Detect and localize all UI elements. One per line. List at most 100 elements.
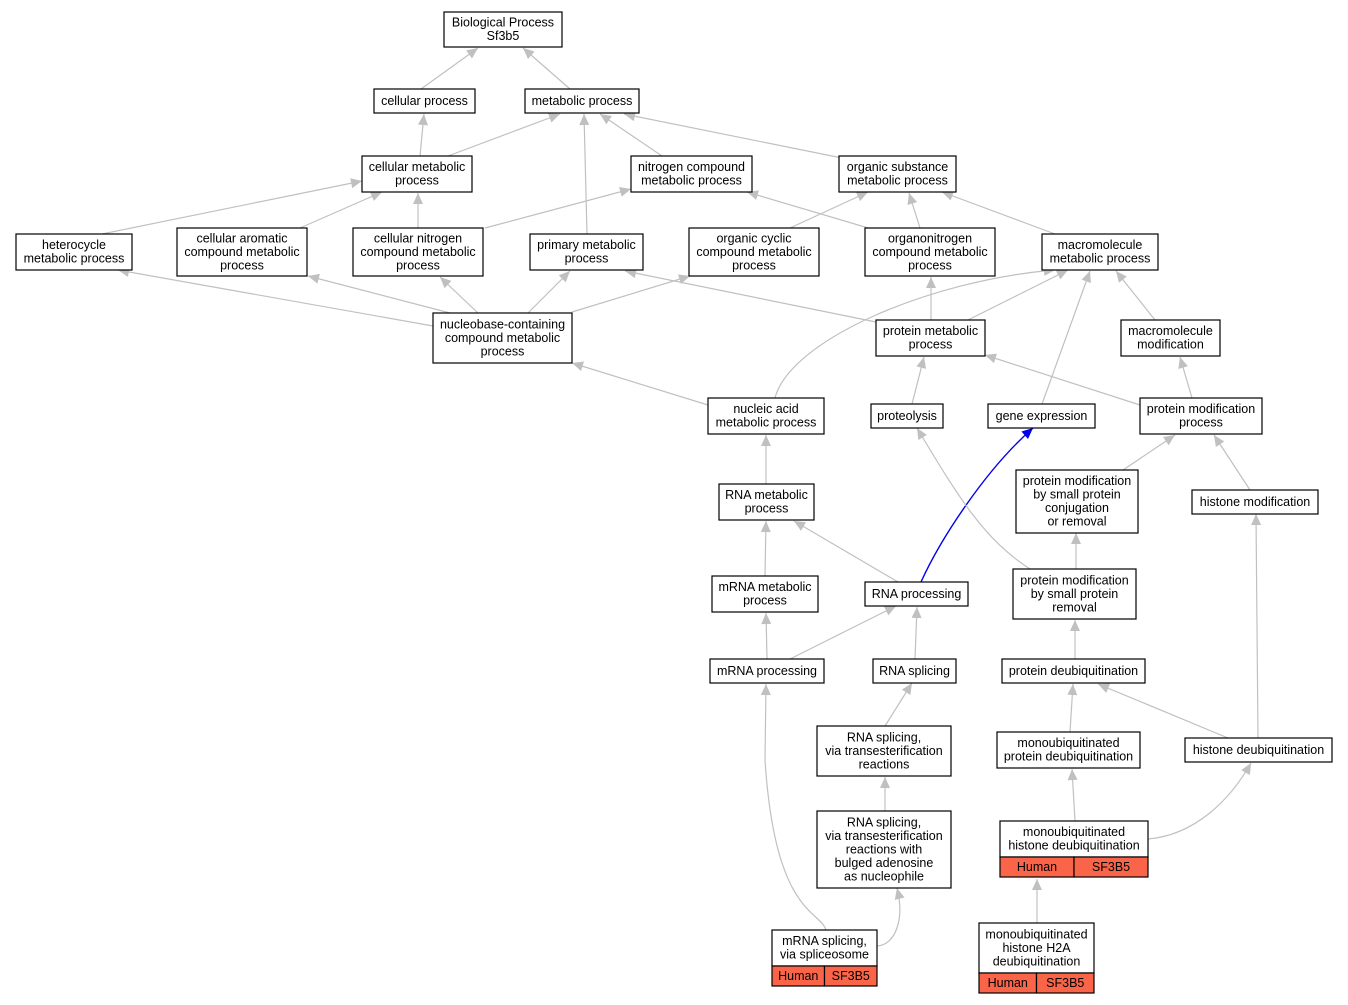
node-box <box>176 227 308 277</box>
node-rna-splicing-bulged[interactable]: RNA splicing,via transesterificationreac… <box>816 810 952 889</box>
node-proteolysis[interactable]: proteolysis <box>870 403 944 429</box>
edge-rna-splicing-to-rna-processing-arrowhead <box>911 607 922 619</box>
node-label-line: protein modification <box>1020 573 1128 587</box>
edge-macromolecule-metabolic-to-organic-substance-arrowhead <box>942 191 955 201</box>
node-mrna-processing[interactable]: mRNA processing <box>709 658 825 684</box>
node-label-line: Biological Process <box>452 16 554 30</box>
edge-organic-cyclic-to-organic-substance-line <box>789 191 869 229</box>
edge-organonitrogen-to-nitrogen-compound <box>746 190 876 231</box>
edge-gene-expression-to-macromolecule-metabolic <box>1041 270 1091 405</box>
edge-nucleobase-to-primary-metabolic <box>527 270 571 314</box>
edge-nucleobase-to-primary-metabolic-arrowhead <box>558 271 570 283</box>
edge-protein-modification-to-protein-metabolic-line <box>984 354 1141 406</box>
edge-organic-substance-to-metabolic-process-line <box>623 113 843 159</box>
edge-cellular-metabolic-to-cellular-process <box>417 113 428 157</box>
node-rna-splicing-trans[interactable]: RNA splicing,via transesterificationreac… <box>816 725 952 777</box>
node-rna-splicing[interactable]: RNA splicing <box>872 658 957 684</box>
node-rna-processing[interactable]: RNA processing <box>864 581 969 607</box>
annotation-cell <box>1035 972 1095 994</box>
edge-cellular-nitrogen-to-cellular-metabolic <box>413 193 423 228</box>
edge-cellular-nitrogen-to-nitrogen-compound-arrowhead <box>619 187 631 197</box>
node-box <box>875 319 986 357</box>
node-label-line: nitrogen compound <box>638 160 745 174</box>
edge-organic-cyclic-to-organic-substance <box>789 191 869 229</box>
node-label-line: modification <box>1137 338 1204 352</box>
node-protein-deubiq[interactable]: protein deubiquitination <box>1001 658 1146 684</box>
edge-heterocycle-to-cellular-metabolic-arrowhead <box>350 178 362 189</box>
edge-nitrogen-compound-to-metabolic-process-line <box>599 113 663 157</box>
node-cellular-process[interactable]: cellular process <box>373 88 476 114</box>
node-label-line: removal <box>1052 600 1096 614</box>
node-label-line: process <box>909 338 953 352</box>
node-histone-modification[interactable]: histone modification <box>1191 489 1319 515</box>
species-tag: Human <box>988 976 1028 990</box>
node-label-line: deubiquitination <box>993 954 1081 968</box>
edge-organonitrogen-to-organic-substance-arrowhead <box>907 193 918 205</box>
edge-metabolic-process-to-bp-arrowhead <box>523 48 535 59</box>
edge-mono-protein-deubiq-to-protein-deubiq <box>1067 683 1078 733</box>
node-label-line: gene expression <box>996 409 1088 423</box>
edge-mono-histone-deubiq-to-histone-deubiq-line <box>1147 762 1252 840</box>
edge-cellular-process-to-bp-line <box>420 47 479 90</box>
node-label-line: Sf3b5 <box>487 29 520 43</box>
edge-nucleic-acid-to-nucleobase <box>571 361 709 406</box>
node-label-line: by small protein <box>1033 488 1121 502</box>
edge-protein-modification-to-macromolecule-modification <box>1178 356 1193 399</box>
edge-rna-processing-to-rna-metabolic-arrowhead <box>794 521 807 531</box>
node-label-line: via transesterification <box>825 744 942 758</box>
node-label-line: process <box>565 252 609 266</box>
node-histone-deubiq[interactable]: histone deubiquitination <box>1184 737 1333 763</box>
edge-rna-processing-to-gene-expression-arrowhead <box>1021 428 1033 440</box>
node-box <box>872 658 957 684</box>
node-box <box>524 88 640 114</box>
node-label-line: histone modification <box>1200 495 1311 509</box>
edge-nucleobase-to-organic-cyclic-line <box>571 275 691 313</box>
edge-primary-metabolic-to-metabolic-process <box>579 113 590 235</box>
edges-layer <box>101 47 1262 947</box>
node-box <box>529 233 644 271</box>
edge-cellular-aromatic-to-cellular-metabolic <box>299 191 383 229</box>
edge-metabolic-process-to-bp <box>522 47 571 90</box>
edge-organonitrogen-to-nitrogen-compound-line <box>746 191 876 231</box>
node-label-line: as nucleophile <box>844 869 924 883</box>
node-metabolic-process[interactable]: metabolic process <box>524 88 640 114</box>
node-box <box>1184 737 1333 763</box>
node-label-line: proteolysis <box>877 409 937 423</box>
edge-protein-metabolic-to-macromolecule-metabolic-line <box>967 269 1069 321</box>
node-gene-expression[interactable]: gene expression <box>987 403 1096 429</box>
node-box <box>999 820 1149 858</box>
node-label-line: reactions with <box>846 842 922 856</box>
edge-heterocycle-to-cellular-metabolic <box>101 178 363 235</box>
annotation-cell <box>823 965 878 987</box>
edge-pm-small-removal-to-proteolysis-arrowhead <box>917 428 927 441</box>
edge-mrna-processing-to-rna-processing-line <box>789 605 897 660</box>
species-tag: Human <box>778 969 818 983</box>
node-box <box>709 658 825 684</box>
node-box <box>688 227 820 277</box>
